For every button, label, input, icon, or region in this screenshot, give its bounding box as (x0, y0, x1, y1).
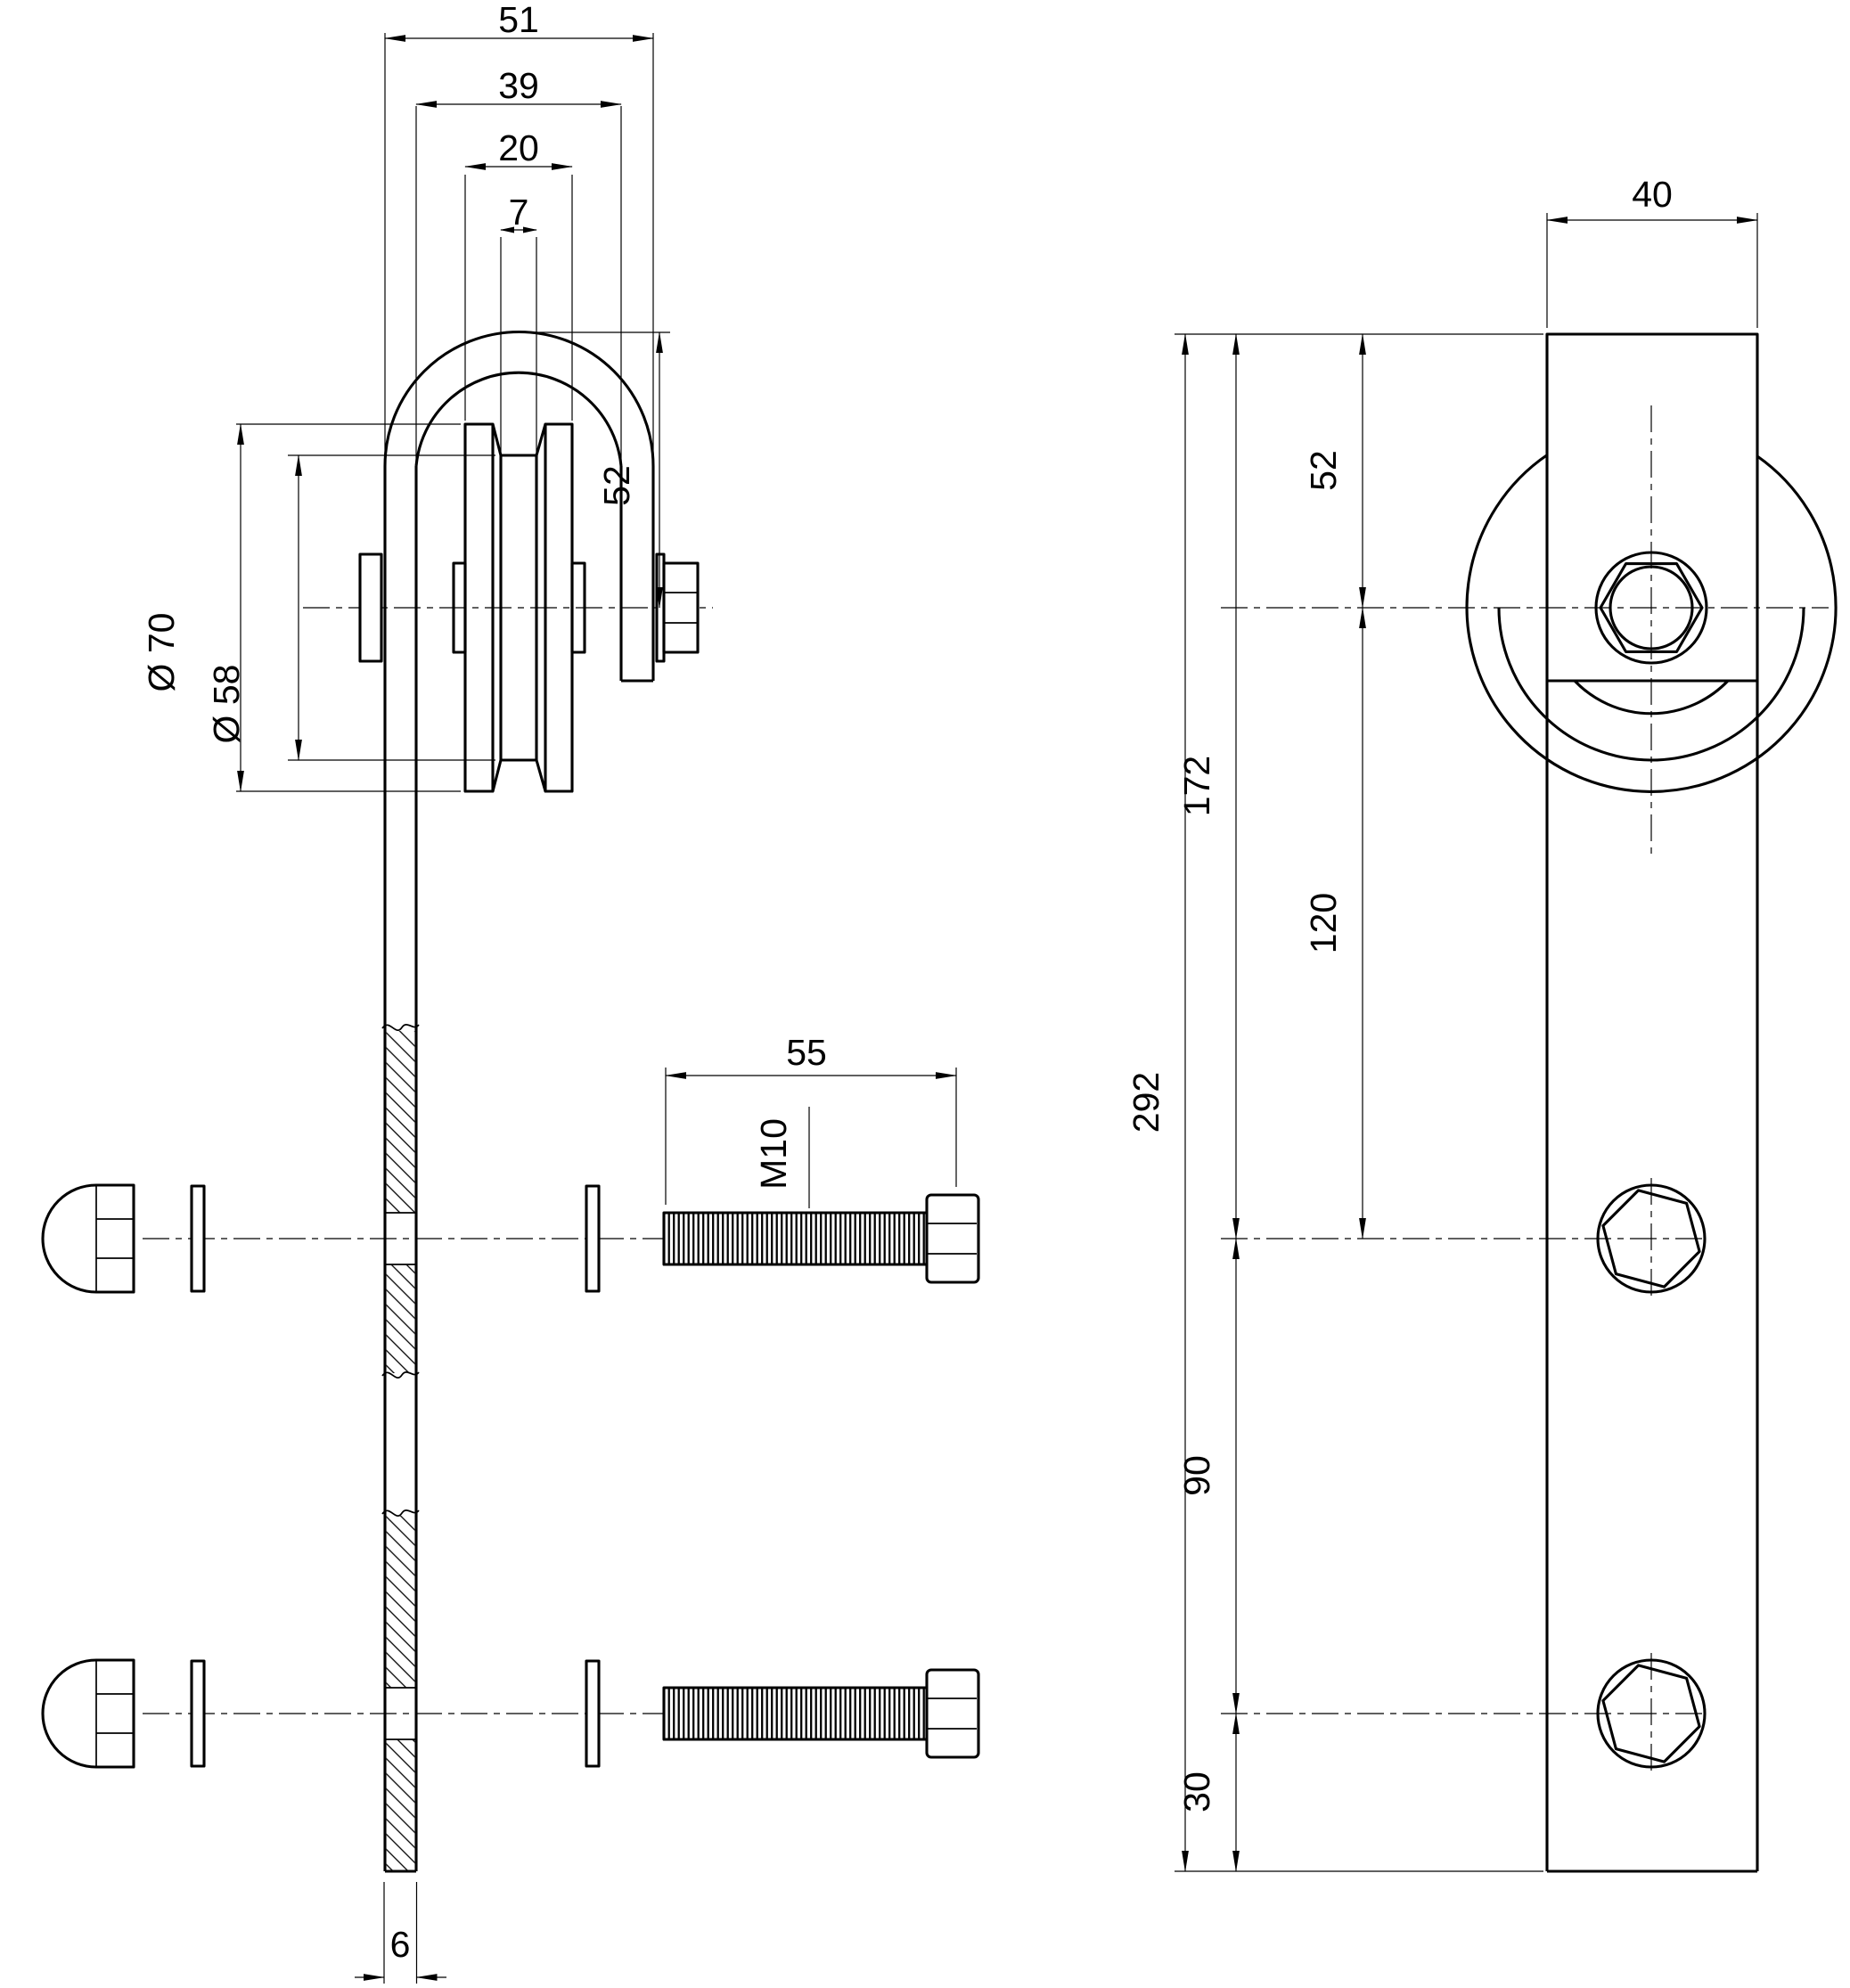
washer (190, 1184, 206, 1293)
dim-label-52-front: 52 (1303, 450, 1344, 491)
dim-label-40: 40 (1632, 174, 1673, 215)
hatch-area (386, 1516, 415, 1688)
dim-bolt-length: 55 (665, 1032, 957, 1205)
strap-long-leg (383, 466, 418, 1873)
extension-lines (665, 1068, 957, 1205)
washer (190, 1659, 206, 1768)
dim-label-292: 292 (1126, 1072, 1166, 1133)
wheel-groove-top (491, 423, 547, 457)
strap-section-lower (381, 1509, 420, 1870)
extension-lines (236, 423, 461, 792)
extension-lines (383, 1882, 418, 1984)
break-line (381, 1509, 420, 1517)
dim-label-172: 172 (1176, 756, 1217, 816)
label-thread-size: M10 (753, 1107, 810, 1208)
hatch-area (386, 1031, 415, 1213)
cap-nut-facets (95, 1185, 134, 1292)
wheel-outer-circle (1465, 453, 1838, 793)
extension-lines (384, 33, 654, 462)
bolt-head-facets (927, 1223, 977, 1255)
hole-edges (385, 1687, 416, 1740)
bolt-thread (664, 1213, 927, 1264)
exploded-row-upper: 55 M10 (41, 1032, 980, 1294)
dim-top-widths: 51 39 20 7 (384, 0, 654, 462)
hatch-area (386, 1739, 415, 1870)
cap-nut-facets (95, 1660, 134, 1767)
strap-body (1547, 681, 1757, 1871)
hex-head (1601, 1189, 1701, 1289)
wheel-hub-left (452, 561, 467, 654)
dim-label-dia70: Ø 70 (141, 613, 182, 692)
dim-arch-height: 52 (524, 331, 670, 609)
break-line (381, 1024, 420, 1031)
extension-lines (1546, 213, 1758, 328)
dim-label-51: 51 (498, 0, 539, 40)
dim-wheel-diameter: Ø 70 (141, 423, 461, 792)
cap-nut-outline (41, 1658, 135, 1769)
bolt-thread (664, 1688, 927, 1739)
dim-label-90: 90 (1176, 1455, 1217, 1496)
dim-groove-diameter: Ø 58 (206, 454, 495, 761)
hex-head (1601, 1664, 1701, 1763)
washer (585, 1184, 601, 1293)
cap-nut (41, 1658, 135, 1769)
washer (585, 1659, 601, 1768)
axle-hex-nut (662, 561, 700, 654)
strap-section-upper (381, 1024, 420, 1379)
dim-label-m10: M10 (753, 1118, 794, 1190)
dim-label-30: 30 (1176, 1771, 1217, 1812)
strap-front-face (1545, 681, 1759, 1873)
strap-edges (1545, 681, 1759, 1873)
dim-label-52-side: 52 (596, 465, 637, 506)
wheel-hub-right (570, 561, 586, 654)
hex-bolt (662, 1668, 980, 1759)
wheel-side-profile (452, 422, 586, 793)
dim-label-120: 120 (1303, 893, 1344, 953)
exploded-row-lower (41, 1658, 980, 1769)
axle-washer-left (358, 552, 383, 663)
arch-outer-edge (383, 331, 655, 467)
bolt-head (925, 1193, 980, 1284)
bolt-head-facets (927, 1698, 977, 1730)
dim-label-6: 6 (390, 1924, 411, 1965)
dim-label-39: 39 (498, 65, 539, 106)
pulley-side-view: 55 M10 (41, 0, 980, 1984)
front-centerlines (1221, 405, 1829, 1774)
extension-lines (1175, 333, 1543, 1872)
dim-label-20: 20 (498, 127, 539, 168)
bracket-plate (1545, 332, 1759, 683)
hanger-front-view: 40 292 172 90 30 52 120 (1126, 174, 1838, 1873)
dim-label-dia58: Ø 58 (206, 665, 247, 744)
axle-nut-body (662, 561, 700, 654)
hatch-area (386, 1264, 415, 1373)
hex-bolt (662, 1193, 980, 1284)
hole-edges (385, 1212, 416, 1265)
dim-label-55: 55 (786, 1032, 827, 1073)
dim-chain-left: 292 172 90 30 52 120 (1126, 333, 1543, 1872)
break-line (381, 1371, 420, 1379)
strap-short-leg (619, 466, 655, 683)
cap-nut (41, 1183, 135, 1294)
cap-nut-outline (41, 1183, 135, 1294)
bolt-head (925, 1668, 980, 1759)
dim-strap-width: 40 (1546, 174, 1758, 328)
wheel-groove-bottom (491, 758, 547, 792)
dim-label-7: 7 (509, 192, 529, 233)
strap-arch (383, 331, 655, 467)
arch-inner-edge (414, 371, 623, 467)
extension-lines (288, 454, 495, 761)
axle-nut-facets (664, 592, 698, 624)
wheel-groove-core (499, 455, 538, 760)
dim-strap-thickness: 6 (355, 1882, 446, 1984)
